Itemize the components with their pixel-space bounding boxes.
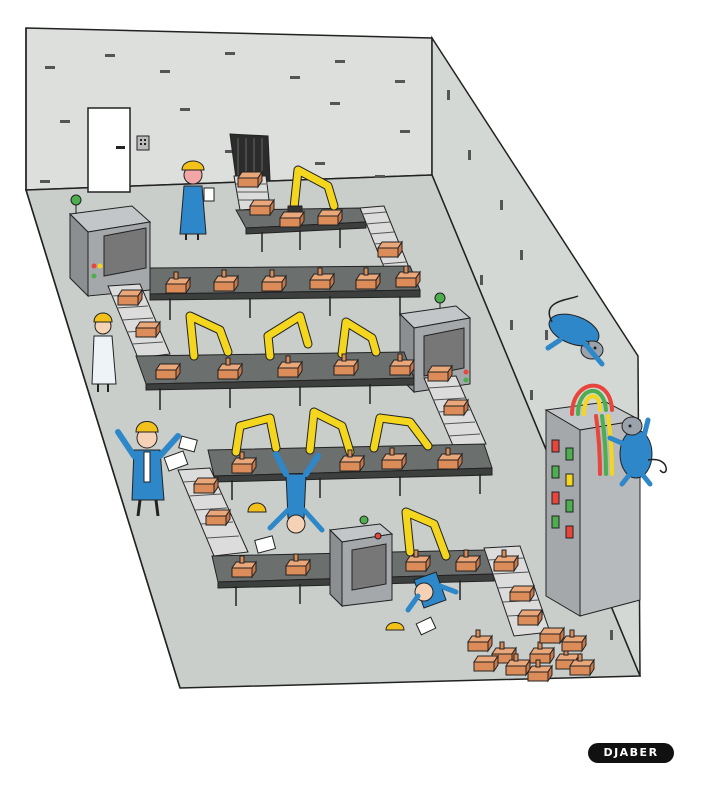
panel-cables [570,383,614,476]
door [87,107,150,193]
artist-signature: DJABER [588,743,674,763]
worker-lab-coat [91,312,117,392]
robot-arm-5 [231,413,281,457]
rat-saboteur-1 [545,295,605,367]
robot-arm-7 [369,413,433,453]
robot-arms [185,165,451,561]
robot-arm-3 [263,311,313,361]
rat-saboteur-2 [607,416,667,487]
worker-upside-down [247,451,325,554]
electrical-panel [544,383,642,617]
worker-fallen [385,571,459,636]
worker-pig-clipboard [179,160,215,240]
chute [229,133,271,181]
worker-panicking [115,421,198,517]
panel-switches [551,439,574,539]
machine-3 [328,515,394,608]
robot-arm-4 [337,317,381,359]
machine-1 [68,194,152,298]
robot-arm-2 [185,311,233,361]
robot-arm-6 [305,407,355,457]
robot-arm-8 [401,507,451,561]
